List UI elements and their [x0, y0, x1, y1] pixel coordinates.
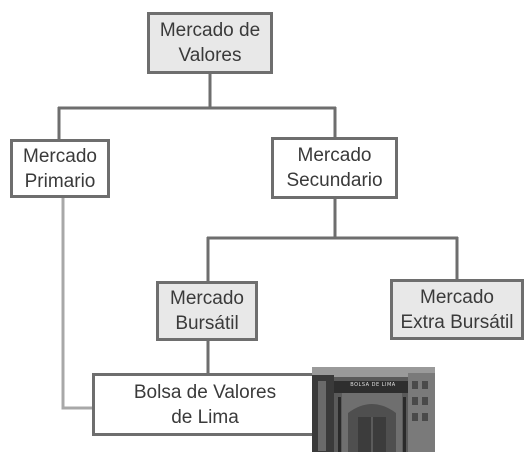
- node-label-line2: Primario: [24, 170, 96, 192]
- node-mercado-extra-bursatil: Mercado Extra Bursátil: [390, 279, 524, 340]
- node-label-line2: Secundario: [286, 170, 383, 191]
- node-label-line2: Bursátil: [175, 313, 239, 334]
- node-mercado-primario: Mercado Primario: [10, 139, 110, 198]
- node-label-line1: Mercado de: [159, 20, 261, 41]
- node-label-line2: Valores: [178, 45, 242, 66]
- node-mercado-de-valores: Mercado de Valores: [147, 12, 273, 74]
- node-label-line2: Extra Bursátil: [400, 311, 514, 333]
- photo-sign-text: BOLSA DE LIMA: [350, 382, 396, 388]
- node-label-line2: de Lima: [171, 406, 239, 428]
- bolsa-building-photo: BOLSA DE LIMA: [312, 367, 435, 452]
- building-illustration: [312, 367, 435, 452]
- node-label-line1: Mercado: [23, 145, 97, 167]
- node-mercado-secundario: Mercado Secundario: [271, 137, 398, 199]
- node-bolsa-de-valores-de-lima: Bolsa de Valores de Lima: [92, 373, 318, 436]
- node-mercado-bursatil: Mercado Bursátil: [156, 281, 258, 341]
- node-label-line1: Bolsa de Valores: [133, 381, 277, 403]
- connector-primario-to-bolsa: [61, 198, 92, 410]
- node-label-line1: Mercado: [420, 286, 494, 308]
- node-label-line1: Mercado: [170, 288, 244, 309]
- node-label-line1: Mercado: [297, 145, 372, 166]
